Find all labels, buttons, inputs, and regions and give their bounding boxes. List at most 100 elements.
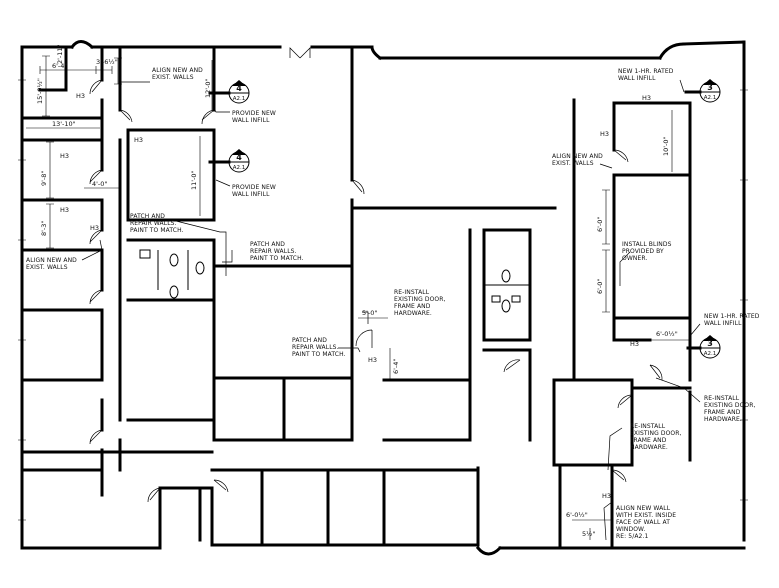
dimension-label: 8'-3": [40, 221, 48, 236]
dimension-label: 6'-0½": [566, 511, 588, 519]
wall-tag-h3: H3: [600, 130, 609, 138]
wall-tag-h3: H3: [630, 340, 639, 348]
section-marker-4: 3 A2.1: [686, 335, 721, 359]
note-line: ALIGN NEW AND: [552, 153, 603, 160]
door-swings: [89, 47, 663, 503]
note-line: FRAME AND: [394, 303, 431, 310]
note-line: RE-INSTALL: [704, 395, 740, 402]
note-line: WALL INFILL: [232, 191, 270, 198]
note-line: PATCH AND: [250, 241, 285, 248]
note-line: INSTALL BLINDS: [622, 241, 672, 248]
note-line: RE-INSTALL: [394, 289, 430, 296]
note-line: REPAIR WALLS.: [130, 220, 177, 227]
window-marks: [18, 79, 748, 521]
note-line: PATCH AND: [130, 213, 165, 220]
note-install-blinds: INSTALL BLINDS PROVIDED BY OWNER.: [622, 241, 672, 262]
dimension-label: 2'-11": [56, 44, 64, 64]
section-marker-2: 4 A2.1: [208, 149, 250, 173]
note-line: PATCH AND: [292, 337, 327, 344]
note-line: HARDWARE.: [630, 444, 668, 451]
note-patch-repair-2: PATCH AND REPAIR WALLS. PAINT TO MATCH.: [250, 241, 304, 262]
note-line: EXIST. WALLS: [152, 74, 194, 81]
section-number: 4: [236, 153, 242, 162]
note-line: EXIST. WALLS: [26, 264, 68, 271]
wall-tag-h3: H3: [60, 206, 69, 214]
wall-type-tags: H3 H3 H3 H3 H3 H3 H3 H3 H3 H3: [60, 92, 651, 500]
note-line: EXIST. WALLS: [552, 160, 594, 167]
section-sheet: A2.1: [704, 351, 717, 357]
wall-tag-h3: H3: [90, 224, 99, 232]
interior-walls: [20, 45, 692, 550]
note-line: PAINT TO MATCH.: [250, 255, 304, 262]
note-line: EXISTING DOOR,: [630, 430, 682, 437]
dimension-label: 13'-10": [52, 120, 76, 128]
note-line: ALIGN NEW WALL: [616, 505, 671, 512]
note-line: REPAIR WALLS.: [250, 248, 297, 255]
note-line: FRAME AND: [704, 409, 741, 416]
plumbing-fixtures: [139, 249, 521, 313]
note-line: ALIGN NEW AND: [152, 67, 203, 74]
wall-tag-h3: H3: [642, 94, 651, 102]
section-marker-1: 4 A2.1: [208, 80, 250, 104]
note-line: ALIGN NEW AND: [26, 257, 77, 264]
section-sheet: A2.1: [233, 96, 246, 102]
dimension-label: 12'-0": [204, 78, 212, 98]
note-align-walls-right: ALIGN NEW AND EXIST. WALLS: [552, 153, 603, 167]
note-line: REPAIR WALLS.: [292, 344, 339, 351]
dimension-label: 5½": [582, 530, 595, 538]
dimension-label: 6'-4": [392, 359, 400, 374]
wall-tag-h3: H3: [134, 136, 143, 144]
note-line: PROVIDE NEW: [232, 110, 276, 117]
section-number: 3: [707, 339, 713, 348]
note-align-new-wall-window: ALIGN NEW WALL WITH EXIST. INSIDE FACE O…: [616, 505, 676, 540]
note-line: PROVIDED BY: [622, 248, 664, 255]
dimension-label: 15'-9½": [36, 78, 44, 104]
note-line: HARDWARE.: [394, 310, 432, 317]
note-provide-infill-1: PROVIDE NEW WALL INFILL: [232, 110, 276, 124]
dimension-label: 6'-0": [596, 279, 604, 294]
note-line: WINDOW.: [616, 526, 645, 533]
section-sheet: A2.1: [233, 165, 246, 171]
exterior-walls: [20, 40, 746, 556]
note-reinstall-door-right: RE-INSTALL EXISTING DOOR, FRAME AND HARD…: [704, 395, 756, 423]
leader-lines: [81, 79, 701, 541]
note-line: FRAME AND: [630, 437, 667, 444]
note-reinstall-door-lower: RE-INSTALL EXISTING DOOR, FRAME AND HARD…: [630, 423, 682, 451]
section-sheet: A2.1: [704, 95, 717, 101]
note-line: FACE OF WALL AT: [616, 519, 670, 526]
section-number: 4: [236, 84, 242, 93]
dimension-label: 10'-0": [662, 136, 670, 156]
note-line: PROVIDE NEW: [232, 184, 276, 191]
dimension-label: 6'-0½": [656, 330, 678, 338]
dimension-lines: [26, 55, 690, 540]
note-line: WALL INFILL: [232, 117, 270, 124]
dimension-label: 4'-0": [92, 180, 107, 188]
note-line: OWNER.: [622, 255, 647, 262]
note-align-walls-left: ALIGN NEW AND EXIST. WALLS: [26, 257, 77, 271]
wall-tag-h3: H3: [602, 492, 611, 500]
wall-tag-h3: H3: [60, 152, 69, 160]
note-line: EXISTING DOOR,: [394, 296, 446, 303]
note-line: NEW 1-HR. RATED: [704, 313, 760, 320]
dimension-label: 9'-8": [40, 171, 48, 186]
note-line: RE: 5/A2.1: [616, 533, 648, 540]
note-line: WITH EXIST. INSIDE: [616, 512, 676, 519]
note-patch-repair-1: PATCH AND REPAIR WALLS. PAINT TO MATCH.: [130, 213, 184, 234]
note-reinstall-door-center: RE-INSTALL EXISTING DOOR, FRAME AND HARD…: [394, 289, 446, 317]
note-line: WALL INFILL: [704, 320, 742, 327]
dimension-label: 6'-4": [52, 62, 67, 70]
dimension-label: 3'-6½": [96, 58, 118, 66]
dimension-label: 5'-0": [362, 309, 377, 317]
dimension-label: 6'-0": [596, 217, 604, 232]
wall-tag-h3: H3: [368, 356, 377, 364]
dimension-labels: 6'-4" 3'-6½" 2'-11" 15'-9½" 12'-0" 13'-1…: [36, 44, 678, 538]
note-line: HARDWARE.: [704, 416, 742, 423]
note-new-rated-infill-mid: NEW 1-HR. RATED WALL INFILL: [704, 313, 760, 327]
note-line: RE-INSTALL: [630, 423, 666, 430]
note-new-rated-infill-top: NEW 1-HR. RATED WALL INFILL: [618, 68, 674, 82]
note-provide-infill-2: PROVIDE NEW WALL INFILL: [232, 184, 276, 198]
section-marker-3: 3 A2.1: [684, 79, 721, 103]
note-line: EXISTING DOOR,: [704, 402, 756, 409]
note-line: WALL INFILL: [618, 75, 656, 82]
